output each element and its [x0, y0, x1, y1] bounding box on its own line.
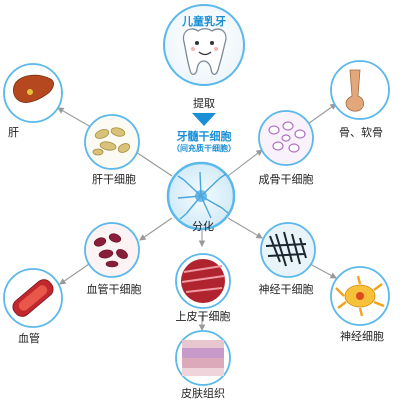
- bone-label: 骨、软骨: [339, 126, 383, 139]
- vascular-stem-cell-icon: [93, 233, 128, 268]
- liver-node: [3, 63, 63, 123]
- neuron-icon: [335, 275, 385, 317]
- vascular-stem-cell-label: 血管干细胞: [86, 283, 142, 296]
- arrow-neural-stem-to-neuron: [309, 263, 337, 279]
- vascular-stem-cell-node: [84, 222, 140, 278]
- bone-stem-cell-icon: [268, 121, 306, 153]
- skin-tissue-label: 皮肤组织: [181, 387, 225, 400]
- extract-label: 提取: [193, 97, 215, 110]
- bone-node: [330, 60, 390, 120]
- epithelial-stem-cell-label: 上皮干细胞: [175, 310, 231, 323]
- stem-cell-node: [166, 161, 236, 231]
- skin-tissue-node: [175, 330, 231, 386]
- blood-vessel-icon: [12, 279, 54, 317]
- neuron-label: 神经细胞: [340, 330, 384, 343]
- bone-icon: [345, 69, 364, 112]
- neural-stem-cell-node: [260, 222, 316, 278]
- bone-stem-cell-label: 成骨干细胞: [258, 173, 314, 186]
- differentiation-label: 分化: [192, 220, 214, 233]
- skin-tissue-icon: [182, 340, 224, 376]
- tooth-title: 儿童乳牙: [182, 15, 226, 28]
- arrow-stem-to-vascular-stem: [139, 217, 173, 241]
- liver-stem-cell-node: [84, 114, 140, 170]
- neuron-node: [330, 266, 390, 326]
- arrow-bone-stem-to-bone: [304, 103, 337, 127]
- arrow-stem-to-bone-stem: [227, 149, 263, 177]
- arrow-stem-to-liver-stem: [132, 149, 173, 177]
- stem-cell-icon: [177, 171, 229, 220]
- stem-cell-title: 牙髓干细胞: [176, 130, 232, 143]
- epithelial-stem-cell-icon: [181, 259, 225, 303]
- liver-stem-cell-label: 肝干细胞: [92, 173, 136, 186]
- blood-vessel-label: 血管: [18, 332, 40, 345]
- arrow-vascular-stem-to-vessel: [59, 261, 93, 285]
- liver-icon: [13, 74, 54, 103]
- liver-label: 肝: [8, 126, 19, 139]
- neural-stem-cell-label: 神经干细胞: [258, 283, 314, 296]
- epithelial-stem-cell-node: [175, 253, 231, 309]
- liver-stem-cell-icon: [92, 127, 131, 156]
- bone-stem-cell-node: [258, 110, 314, 166]
- extract-arrow-icon: [192, 113, 216, 126]
- stem-cell-subtitle: （间充质干细胞）: [172, 144, 236, 153]
- arrow-stem-to-neural-stem: [227, 217, 263, 239]
- neural-stem-cell-icon: [265, 231, 307, 267]
- tooth-icon: [182, 28, 227, 76]
- tooth-node: [163, 4, 245, 86]
- blood-vessel-node: [3, 268, 63, 328]
